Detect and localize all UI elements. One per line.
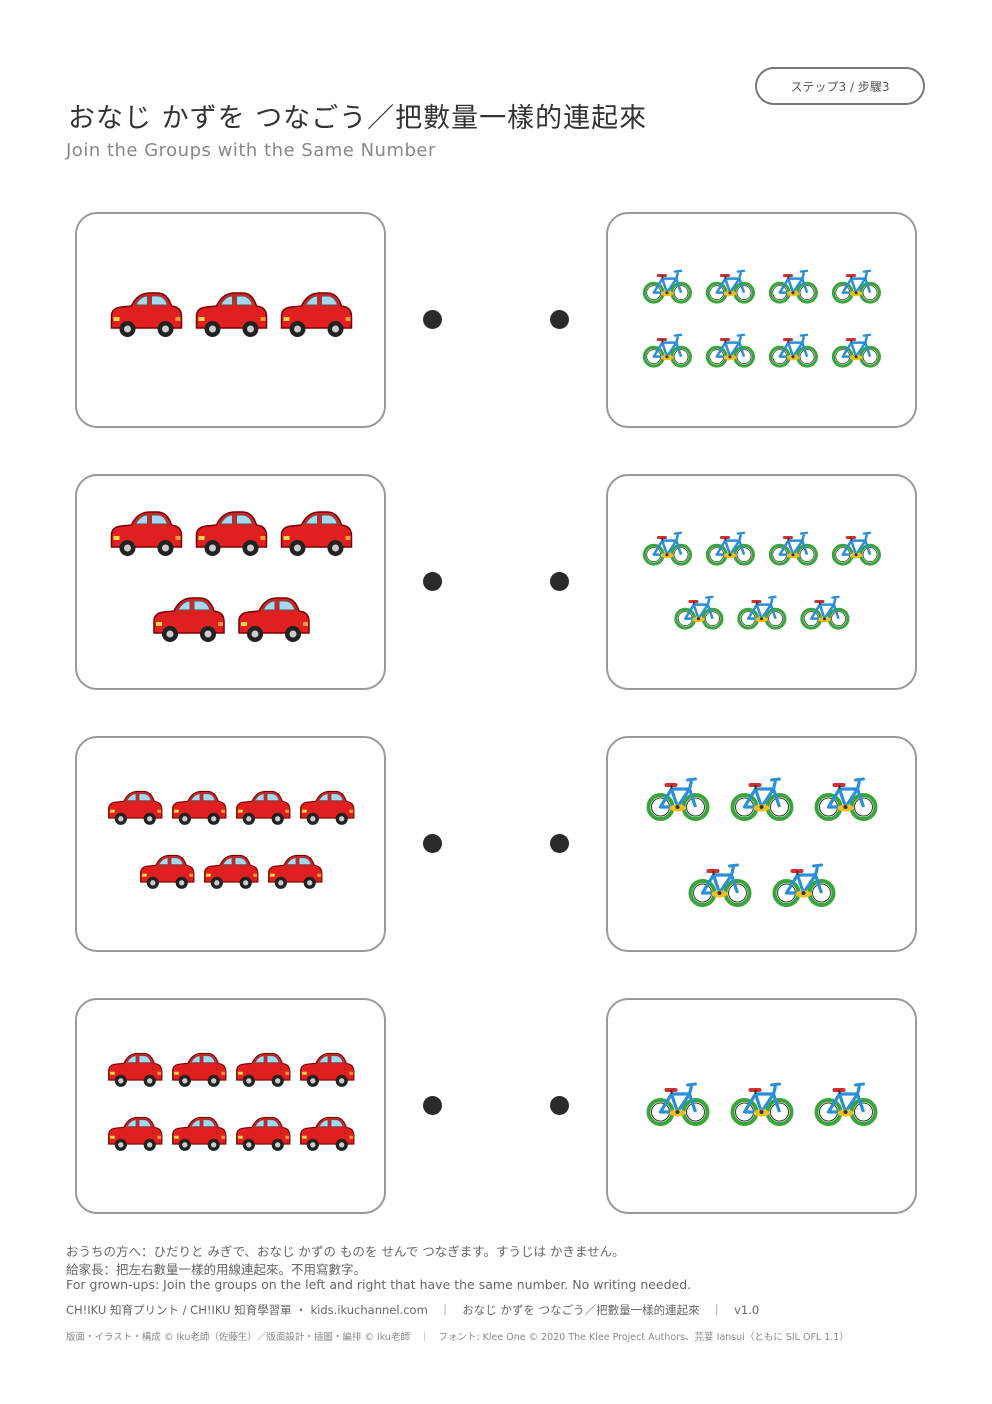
card-left-2 bbox=[75, 474, 386, 690]
bicycle-icon bbox=[768, 333, 818, 368]
bicycle-icon bbox=[768, 531, 818, 566]
car-icon bbox=[204, 854, 259, 889]
car-icon bbox=[153, 597, 225, 642]
step-badge: ステップ3 / 步驟3 bbox=[755, 67, 925, 105]
car-icon bbox=[195, 292, 268, 337]
car-icon bbox=[300, 1052, 355, 1087]
car-icon bbox=[172, 790, 227, 825]
car-icon bbox=[172, 1116, 227, 1151]
card-left-4 bbox=[75, 998, 386, 1214]
bicycle-icon bbox=[831, 269, 881, 304]
car-icon bbox=[300, 790, 355, 825]
bicycle-icon bbox=[768, 269, 818, 304]
bicycle-icon bbox=[642, 269, 692, 304]
connect-dot-right-1[interactable] bbox=[549, 309, 569, 329]
connect-dot-right-3[interactable] bbox=[549, 833, 569, 853]
car-icon bbox=[280, 511, 353, 556]
car-icon bbox=[110, 511, 183, 556]
page-subtitle: Join the Groups with the Same Number bbox=[66, 140, 436, 161]
bicycle-icon bbox=[831, 531, 881, 566]
bicycle-icon bbox=[814, 777, 878, 821]
footer-note-en: For grown-ups: Join the groups on the le… bbox=[66, 1277, 692, 1292]
connect-dot-right-4[interactable] bbox=[549, 1095, 569, 1115]
card-right-4 bbox=[606, 998, 917, 1214]
bicycle-icon bbox=[772, 863, 836, 907]
card-right-2 bbox=[606, 474, 917, 690]
connect-dot-left-1[interactable] bbox=[422, 309, 442, 329]
bicycle-icon bbox=[642, 333, 692, 368]
car-icon bbox=[236, 1052, 291, 1087]
car-icon bbox=[108, 790, 163, 825]
car-icon bbox=[195, 511, 268, 556]
bicycle-icon bbox=[646, 777, 710, 821]
bicycle-icon bbox=[705, 333, 755, 368]
connect-dot-left-3[interactable] bbox=[422, 833, 442, 853]
car-icon bbox=[238, 597, 310, 642]
bicycle-icon bbox=[730, 777, 794, 821]
card-right-1 bbox=[606, 212, 917, 428]
connect-dot-left-2[interactable] bbox=[422, 571, 442, 591]
connect-dot-left-4[interactable] bbox=[422, 1095, 442, 1115]
card-left-1 bbox=[75, 212, 386, 428]
car-icon bbox=[268, 854, 323, 889]
card-right-3 bbox=[606, 736, 917, 952]
bicycle-icon bbox=[831, 333, 881, 368]
car-icon bbox=[108, 1116, 163, 1151]
bicycle-icon bbox=[814, 1082, 878, 1126]
car-icon bbox=[236, 790, 291, 825]
footer-note-ja: おうちの方へ：ひだりと みぎで、おなじ かずの ものを せんで つなぎます。すう… bbox=[66, 1244, 625, 1259]
bicycle-icon bbox=[730, 1082, 794, 1126]
car-icon bbox=[108, 1052, 163, 1087]
bicycle-icon bbox=[674, 595, 724, 630]
car-icon bbox=[140, 854, 195, 889]
car-icon bbox=[300, 1116, 355, 1151]
bicycle-icon bbox=[646, 1082, 710, 1126]
card-left-3 bbox=[75, 736, 386, 952]
car-icon bbox=[236, 1116, 291, 1151]
bicycle-icon bbox=[800, 595, 850, 630]
car-icon bbox=[110, 292, 183, 337]
footer-credits: 版面・イラスト・構成 © Iku老師（佐藤生）／版面設計・插圖・編排 © Iku… bbox=[66, 1332, 849, 1343]
bicycle-icon bbox=[737, 595, 787, 630]
car-icon bbox=[280, 292, 353, 337]
connect-dot-right-2[interactable] bbox=[549, 571, 569, 591]
footer-note-zh: 給家長：把左右數量一樣的用線連起來。不用寫數字。 bbox=[66, 1262, 367, 1277]
bicycle-icon bbox=[688, 863, 752, 907]
bicycle-icon bbox=[642, 531, 692, 566]
footer-series: CH!IKU 知育プリント / CH!IKU 知育學習單 ・ kids.ikuc… bbox=[66, 1303, 760, 1317]
bicycle-icon bbox=[705, 531, 755, 566]
page-title: おなじ かずを つなごう／把數量一樣的連起來 bbox=[68, 103, 648, 134]
bicycle-icon bbox=[705, 269, 755, 304]
car-icon bbox=[172, 1052, 227, 1087]
